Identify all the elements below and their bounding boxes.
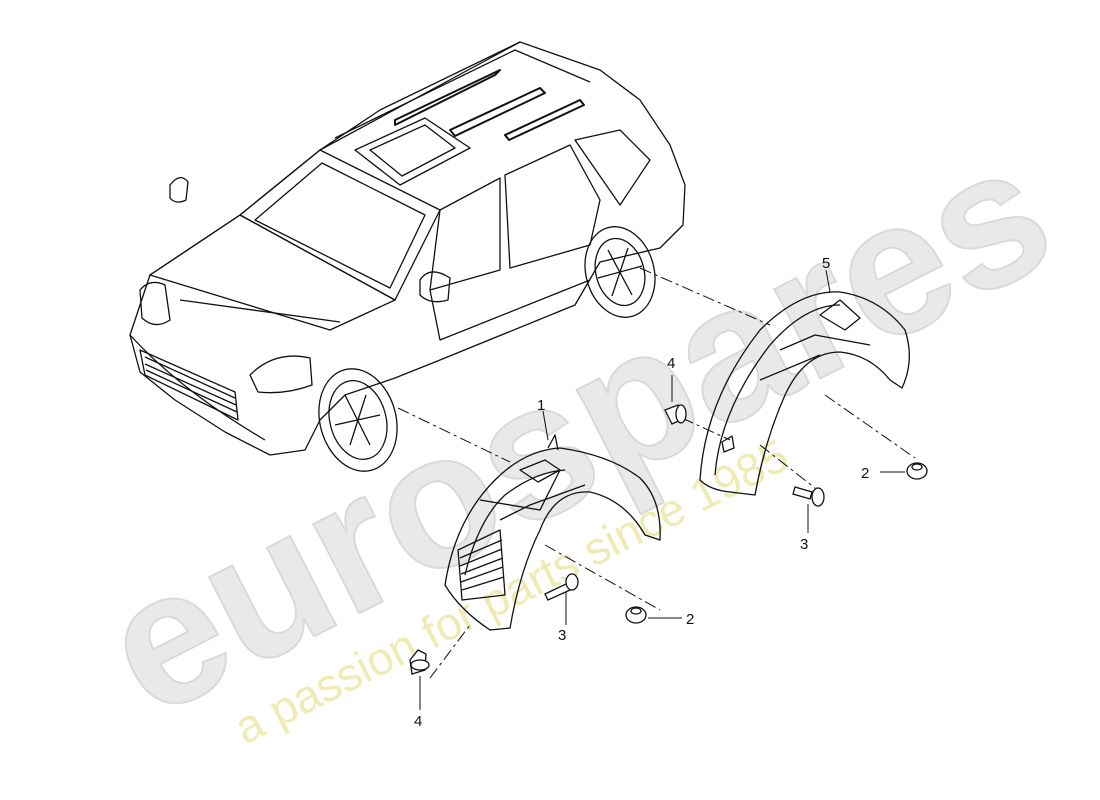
- callout-2-rear: 2: [861, 465, 869, 482]
- screw-rear: [792, 486, 825, 507]
- reference-lines: [397, 267, 916, 679]
- rivet-lower: [409, 649, 430, 675]
- nut-rear: [906, 462, 928, 480]
- screw-front: [544, 573, 579, 601]
- rear-wheel-housing-liner: [699, 291, 910, 496]
- watermark: eurospares a passion for parts since 198…: [71, 102, 1082, 758]
- leader-lines: [419, 269, 905, 710]
- fasteners: [409, 404, 928, 675]
- vehicle-illustration: [129, 41, 686, 472]
- nut-front: [625, 606, 647, 624]
- callout-3-front: 3: [558, 627, 566, 644]
- callout-3-rear: 3: [800, 536, 808, 553]
- callout-4-lower: 4: [414, 713, 422, 730]
- callout-2-front: 2: [686, 611, 694, 628]
- watermark-brand: eurospares: [72, 103, 1081, 757]
- callout-5: 5: [822, 255, 830, 272]
- callout-4-upper: 4: [667, 355, 675, 372]
- front-wheel-housing-liner: [444, 434, 661, 631]
- rivet-upper: [664, 404, 687, 425]
- callouts: 1 2 2 3 3 4 4 5: [414, 255, 869, 730]
- callout-1: 1: [537, 397, 545, 414]
